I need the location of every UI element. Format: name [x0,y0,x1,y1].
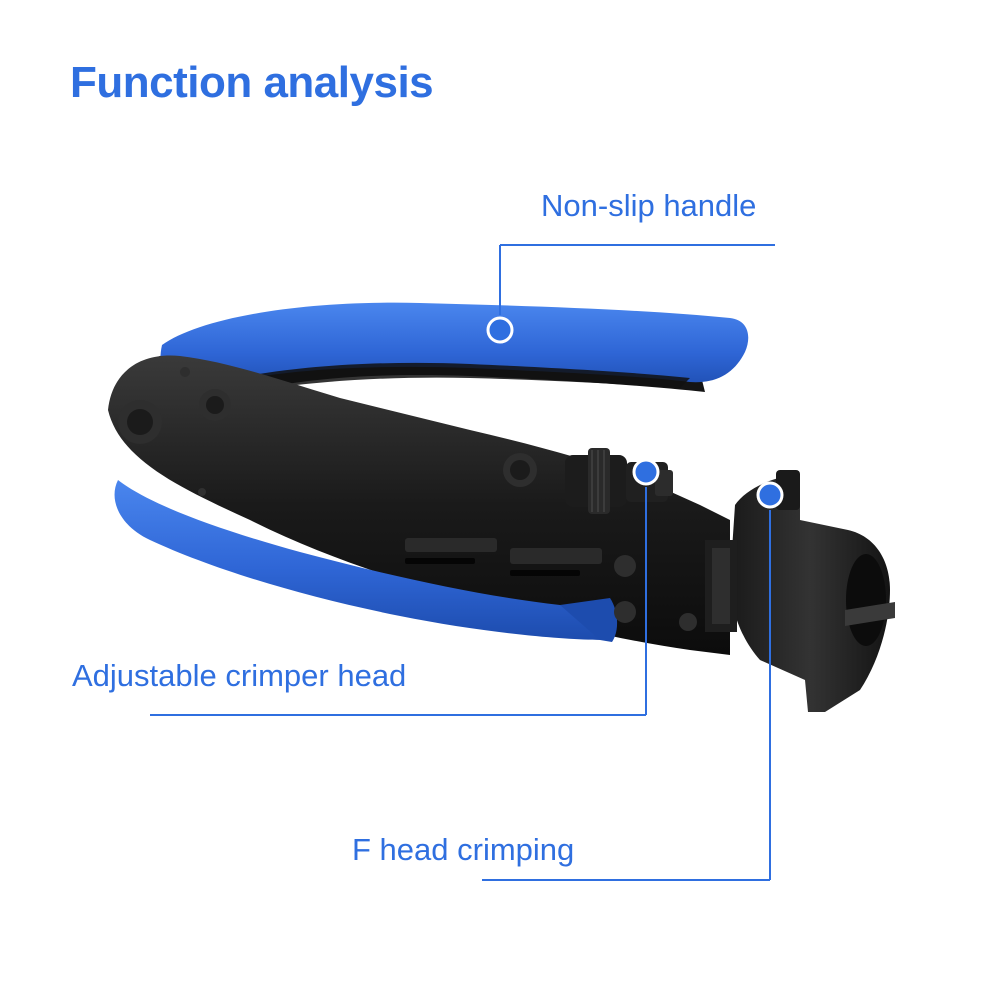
lower-handle-grip [114,480,618,642]
callout-fhead-connector [482,481,784,881]
upper-handle-grip [160,302,749,398]
callout-handle-connector [486,244,775,344]
callout-label-handle: Non-slip handle [541,188,757,223]
callout-label-crimper: Adjustable crimper head [72,658,407,693]
callout-crimper-connector [150,458,660,716]
tool-frame [108,355,730,655]
page-title: Function analysis [70,58,434,107]
pivot-bolts [118,367,697,631]
f-head-jaw [705,470,895,712]
callout-label-fhead: F head crimping [352,832,575,867]
